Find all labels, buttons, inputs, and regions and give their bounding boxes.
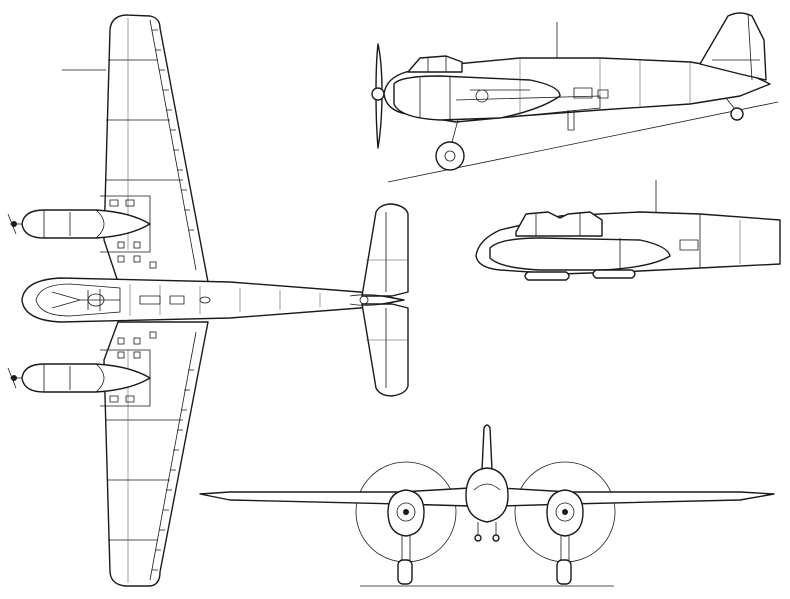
variant-engine-nacelle [489,237,671,271]
tail-gear-wheel [730,107,744,121]
pilot-seat [87,293,105,307]
side-engine-nacelle [393,75,561,121]
propeller-spinner-lower [11,375,17,381]
front-view [199,424,775,587]
tail-gear-strut [725,97,735,109]
propeller-hub [371,87,385,101]
top-view [7,14,409,587]
front-gear-left-wheel [397,559,413,585]
wing-hardpoints [117,241,157,359]
horizontal-tailplane-lower [361,303,409,397]
variant-underwing-pod-2 [592,269,636,279]
side-view [371,12,779,183]
propeller-spinner-upper [11,221,17,227]
lower-wing [103,321,209,587]
front-vertical-fin [481,424,493,471]
front-gear-right-wheel [556,559,572,585]
wing-panel-lines [105,18,197,583]
side-view-nose-variant [475,180,781,281]
side-cockpit-canopy [407,55,463,73]
variant-cockpit-canopy [515,211,603,237]
horizontal-tailplane-upper [361,203,409,297]
vertical-fin [699,12,767,81]
variant-underwing-pod-1 [524,271,570,281]
main-gear-wheel [435,141,465,171]
front-fuselage [465,467,509,523]
front-gear-left-strut [401,536,411,562]
main-gear-strut [451,119,459,143]
front-gear-right-strut [560,536,570,562]
